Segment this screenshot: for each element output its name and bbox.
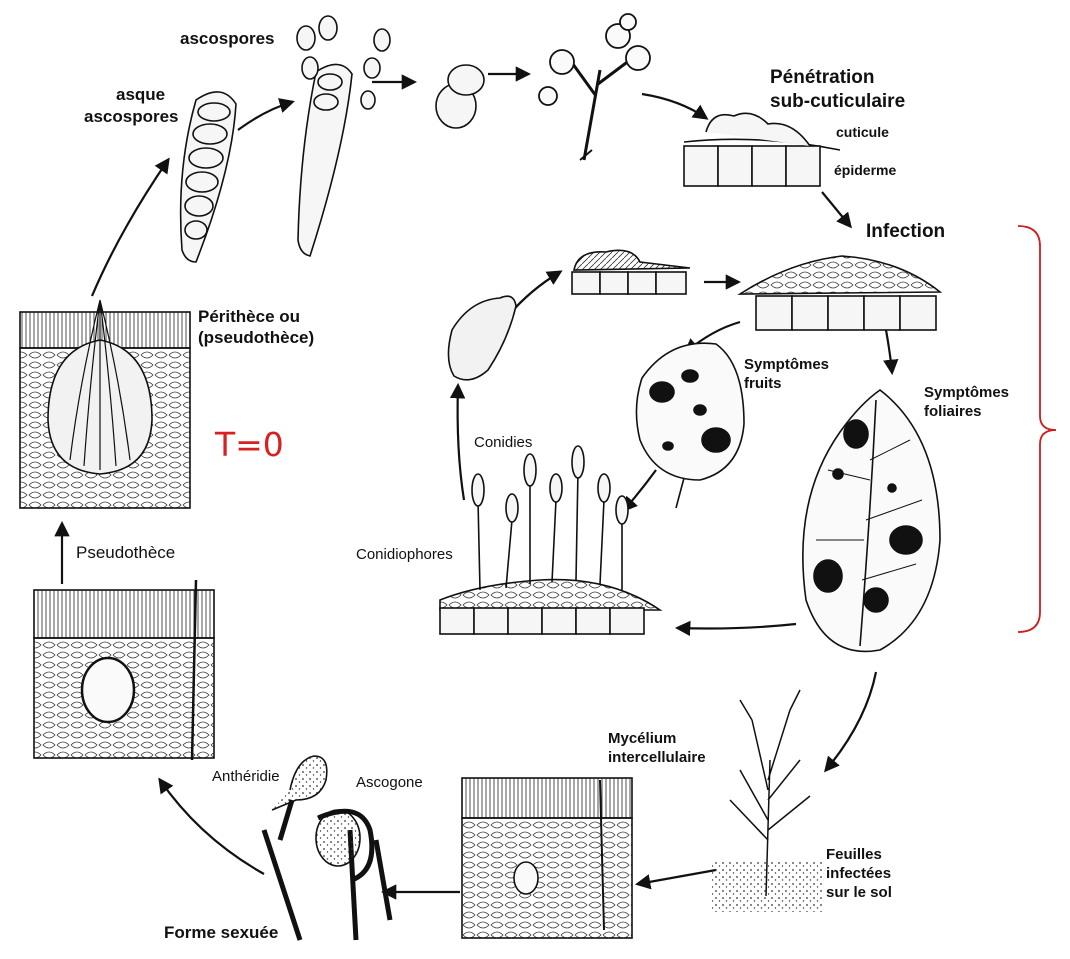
conidiophores-illustration [440,446,660,634]
label-perithece-line2: (pseudothèce) [198,327,314,348]
arrow-perithece-to-asque [92,160,168,296]
ascus-release-illustration [297,16,390,256]
germinating-spore-illustration [572,250,690,294]
arrow-asque-to-ascospores [238,102,292,130]
arrow-sexual-to-pseudothece [160,780,264,874]
label-mycelium-line1: Mycélium [608,730,706,749]
mycelium-illustration [462,778,632,938]
label-penetration-line1: Pénétration [770,66,905,90]
perithece-illustration [20,300,190,508]
secondary-cycle-bracket [1018,226,1056,632]
label-mycelium-line2: intercellulaire [608,749,706,768]
label-symptomes-foliaires: Symptômes foliaires [924,384,1009,422]
label-feuilles-line2: infectées [826,865,892,884]
tree-fallen-leaves-illustration [712,690,824,912]
label-feuilles-line1: Feuilles [826,846,892,865]
infection-stroma-illustration [740,256,940,330]
label-feuilles-line3: sur le sol [826,884,892,903]
label-perithece-line1: Périthèce ou [198,306,314,327]
label-conidies: Conidies [474,434,532,453]
asque-illustration [181,92,236,262]
label-epiderme: épiderme [834,162,896,180]
conidium-illustration [448,296,516,380]
ascospore-illustration [436,65,484,128]
label-conidiophores: Conidiophores [356,546,453,565]
label-symptomes-foliaires-line2: foliaires [924,403,1009,422]
label-t-zero: T=0 [215,425,284,464]
flowering-twig-illustration [539,14,650,160]
label-penetration: Pénétration sub-cuticulaire [770,66,905,114]
label-pseudothece: Pseudothèce [76,542,175,563]
label-symptomes-fruits-line1: Symptômes [744,356,829,375]
label-asque-ascospores: ascospores [84,106,179,127]
label-asque: asque [116,84,165,105]
arrow-epiderme-to-infection [822,192,850,226]
arrow-leaf-to-tree [826,672,876,770]
arrow-leaf-to-conidiophores [678,624,796,629]
label-infection: Infection [866,220,945,244]
leaf-symptom-illustration [803,390,940,651]
penetration-illustration [684,113,840,186]
arrow-conidiophores-to-conidie [458,386,464,500]
label-perithece: Périthèce ou (pseudothèce) [198,306,314,349]
label-ascogone: Ascogone [356,774,423,793]
arrow-flower-to-penetration [642,94,706,118]
label-symptomes-fruits-line2: fruits [744,375,829,394]
pseudothece-illustration [34,580,214,760]
arrow-tree-to-mycelium [638,870,716,884]
arrow-infection-to-leaf [886,330,892,372]
label-symptomes-fruits: Symptômes fruits [744,356,829,394]
label-cuticule: cuticule [836,124,889,142]
label-symptomes-foliaires-line1: Symptômes [924,384,1009,403]
label-mycelium: Mycélium intercellulaire [608,730,706,768]
label-antheridie: Anthéridie [212,768,280,787]
label-penetration-line2: sub-cuticulaire [770,90,905,114]
label-forme-sexuee: Forme sexuée [164,922,278,943]
label-ascospores-top: ascospores [180,28,275,49]
arrow-fruit-to-conidies [624,470,656,510]
fruit-symptom-illustration [636,343,744,508]
label-feuilles-infectees: Feuilles infectées sur le sol [826,846,892,902]
